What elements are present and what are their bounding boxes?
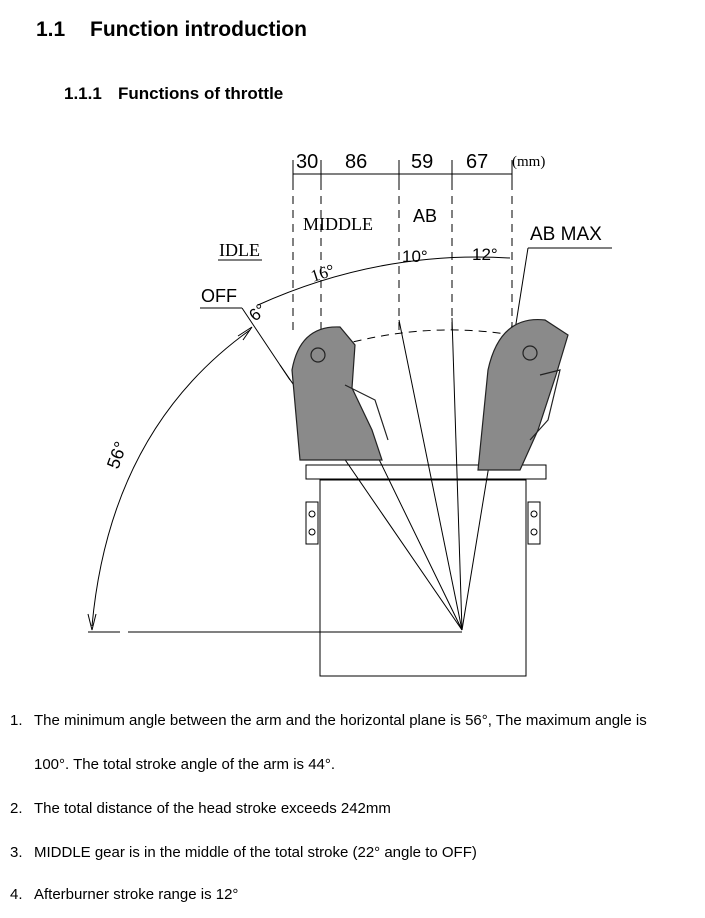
dim-unit: (mm)	[512, 154, 545, 170]
bolt-hole	[530, 510, 538, 518]
arc-arrowhead	[237, 326, 253, 341]
note-number: 4.	[10, 886, 23, 903]
note-text: The minimum angle between the arm and th…	[34, 712, 647, 729]
note-text: 100°. The total stroke angle of the arm …	[34, 756, 336, 773]
arm-pivot-icon	[522, 345, 538, 361]
angle-label: 16°	[308, 260, 337, 285]
label-middle: MIDDLE	[303, 214, 373, 234]
note-number: 3.	[10, 844, 23, 861]
section-heading: 1.1 Function introduction	[36, 18, 307, 42]
angle-label: 10°	[402, 247, 428, 266]
label-ab-max: AB MAX	[530, 224, 602, 245]
arm-pivot-icon	[310, 347, 326, 363]
angle-label: 56°	[103, 439, 131, 471]
subsection-heading: 1.1.1 Functions of throttle	[64, 84, 283, 104]
bolt-hole	[308, 528, 316, 536]
subsection-title: Functions of throttle	[118, 84, 284, 103]
arm-linkage	[344, 384, 389, 441]
throttle-diagram: 30 86 59 67 (mm) MIDDLE AB AB MAX IDLE O…	[87, 151, 612, 677]
note-text: Afterburner stroke range is 12°	[34, 886, 239, 903]
bolt-hole	[530, 528, 538, 536]
label-idle: IDLE	[219, 240, 260, 260]
housing-box	[319, 479, 527, 677]
angle-label: 6°	[245, 300, 270, 325]
subsection-number: 1.1.1	[64, 84, 102, 103]
section-title: Function introduction	[90, 18, 307, 41]
note-number: 1.	[10, 712, 23, 729]
side-bracket	[527, 501, 541, 545]
arc-arrowhead	[87, 613, 97, 631]
note-text: MIDDLE gear is in the middle of the tota…	[34, 844, 477, 861]
angle-arc	[91, 329, 251, 627]
throttle-arm-abmax	[477, 319, 569, 471]
label-off: OFF	[201, 286, 237, 306]
upper-arc	[257, 256, 511, 306]
dim-label: 86	[345, 151, 367, 173]
pivot-ray	[451, 317, 463, 631]
note-number: 2.	[10, 800, 23, 817]
angle-label: 12°	[472, 245, 498, 264]
arm-linkage	[529, 369, 561, 441]
side-bracket	[305, 501, 319, 545]
label-ab: AB	[413, 206, 437, 226]
dim-label: 67	[466, 151, 488, 173]
top-plate	[305, 464, 547, 480]
leader-line	[514, 247, 529, 331]
dim-label: 59	[411, 151, 433, 173]
dim-label: 30	[296, 151, 318, 173]
section-number: 1.1	[36, 18, 66, 41]
pivot-ray	[398, 319, 463, 631]
throttle-arm-off	[291, 326, 383, 461]
bolt-hole	[308, 510, 316, 518]
note-text: The total distance of the head stroke ex…	[34, 800, 391, 817]
